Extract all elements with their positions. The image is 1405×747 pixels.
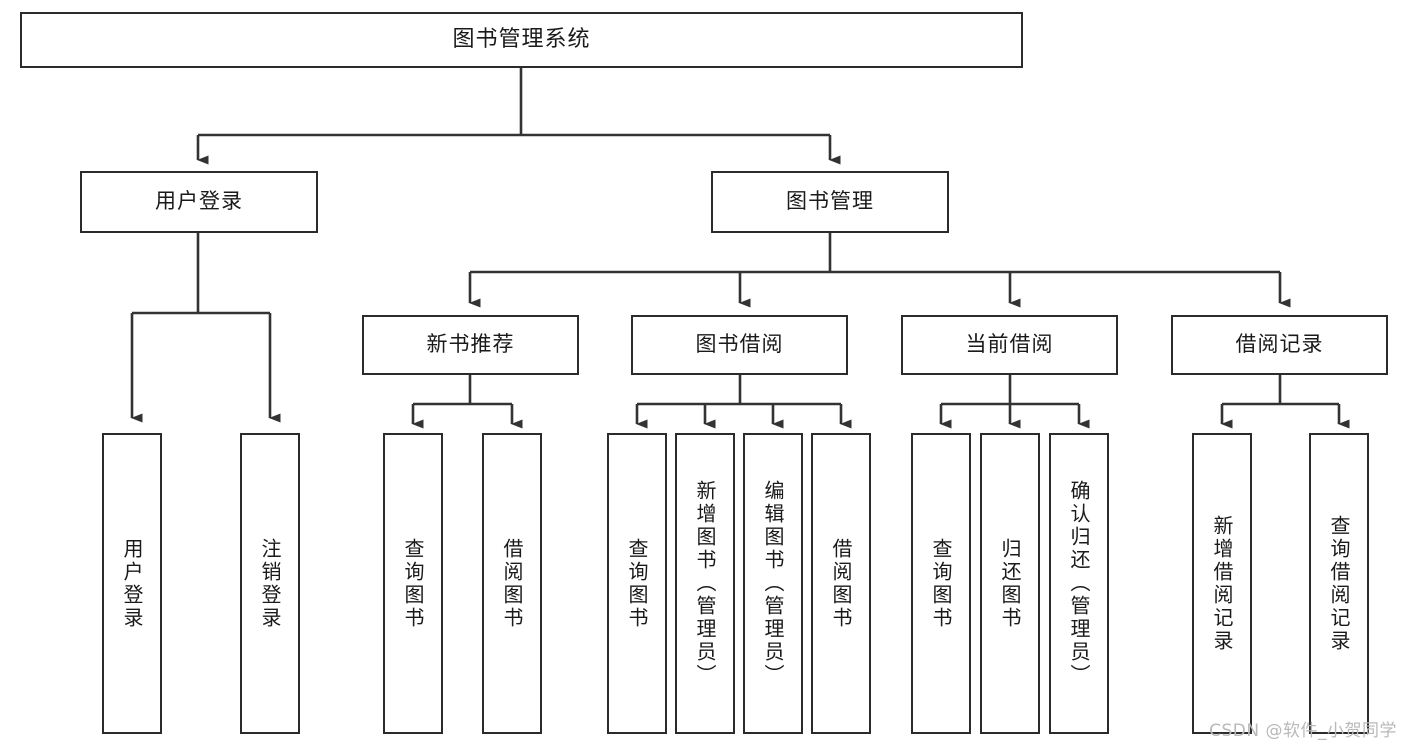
node-label: 用户登录 — [155, 189, 243, 214]
leaf-new-book-query[interactable]: 查询图书 — [383, 433, 443, 734]
node-user-login[interactable]: 用户登录 — [80, 171, 318, 233]
node-borrow-record[interactable]: 借阅记录 — [1171, 315, 1388, 375]
node-label: 编辑图书（管理员） — [761, 480, 785, 687]
node-label: 借阅图书 — [500, 537, 524, 630]
watermark: CSDN @软件_小贺同学 — [1209, 721, 1397, 741]
leaf-book-borrow-query[interactable]: 查询图书 — [607, 433, 667, 734]
leaf-book-borrow-edit[interactable]: 编辑图书（管理员） — [743, 433, 803, 734]
leaf-current-borrow-query[interactable]: 查询图书 — [911, 433, 971, 734]
node-new-book-recommend[interactable]: 新书推荐 — [362, 315, 579, 375]
node-book-management[interactable]: 图书管理 — [711, 171, 949, 233]
node-label: 用户登录 — [120, 537, 144, 630]
node-label: 查询图书 — [401, 537, 425, 630]
node-label: 图书管理 — [786, 189, 874, 214]
node-label: 新增借阅记录 — [1210, 514, 1234, 653]
node-label: 图书借阅 — [695, 332, 784, 357]
leaf-book-borrow-borrow[interactable]: 借阅图书 — [811, 433, 871, 734]
node-label: 确认归还（管理员） — [1067, 480, 1091, 687]
node-label: 借阅记录 — [1235, 332, 1324, 357]
node-book-borrow[interactable]: 图书借阅 — [631, 315, 848, 375]
node-label: 查询借阅记录 — [1327, 514, 1351, 653]
leaf-current-borrow-return[interactable]: 归还图书 — [980, 433, 1040, 734]
node-label: 当前借阅 — [965, 332, 1054, 357]
node-label: 查询图书 — [929, 537, 953, 630]
node-label: 图书管理系统 — [452, 26, 591, 52]
leaf-user-login-login[interactable]: 用户登录 — [102, 433, 162, 734]
leaf-new-book-borrow[interactable]: 借阅图书 — [482, 433, 542, 734]
leaf-book-borrow-add[interactable]: 新增图书（管理员） — [675, 433, 735, 734]
node-label: 注销登录 — [258, 537, 282, 630]
leaf-borrow-record-query[interactable]: 查询借阅记录 — [1309, 433, 1369, 734]
leaf-current-borrow-confirm-return[interactable]: 确认归还（管理员） — [1049, 433, 1109, 734]
node-label: 查询图书 — [625, 537, 649, 630]
node-label: 借阅图书 — [829, 537, 853, 630]
node-label: 归还图书 — [998, 537, 1022, 630]
leaf-user-login-logout[interactable]: 注销登录 — [240, 433, 300, 734]
node-root-system[interactable]: 图书管理系统 — [20, 12, 1023, 68]
leaf-borrow-record-add[interactable]: 新增借阅记录 — [1192, 433, 1252, 734]
node-current-borrow[interactable]: 当前借阅 — [901, 315, 1118, 375]
node-label: 新书推荐 — [426, 332, 515, 357]
node-label: 新增图书（管理员） — [693, 480, 717, 687]
